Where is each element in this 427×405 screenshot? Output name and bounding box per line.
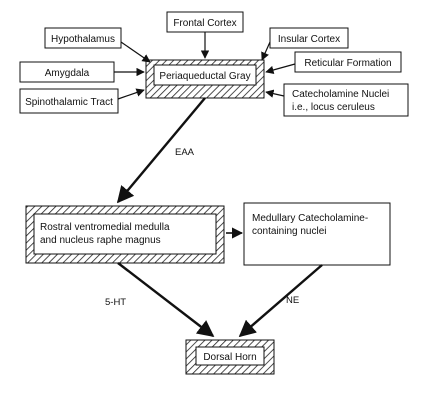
arrow-insular-to-pag bbox=[261, 41, 271, 61]
dorsal-horn-label: Dorsal Horn bbox=[203, 352, 256, 363]
rvm-label-line2: and nucleus raphe magnus bbox=[40, 235, 161, 246]
arrow-reticular-to-pag bbox=[265, 63, 296, 75]
spinothalamic-tract-label: Spinothalamic Tract bbox=[25, 97, 113, 108]
periaqueductal-gray-label: Periaqueductal Gray bbox=[159, 71, 250, 82]
medullary-catecholamine-node: Medullary Catecholamine- containing nucl… bbox=[243, 202, 391, 266]
frontal-cortex-label: Frontal Cortex bbox=[173, 18, 236, 29]
medullary-catecholamine-label-line2: containing nuclei bbox=[252, 226, 327, 237]
arrow-rvm-to-dorsal-horn bbox=[117, 262, 215, 338]
frontal-cortex-node: Frontal Cortex bbox=[166, 11, 244, 33]
amygdala-node: Amygdala bbox=[19, 61, 115, 83]
ne-label: NE bbox=[286, 295, 299, 306]
arrow-pag-to-rvm bbox=[116, 97, 206, 204]
arrow-medullary-to-dorsal-horn bbox=[238, 264, 323, 338]
hypothalamus-label: Hypothalamus bbox=[51, 34, 115, 45]
reticular-formation-node: Reticular Formation bbox=[294, 51, 402, 73]
reticular-formation-label: Reticular Formation bbox=[304, 58, 391, 69]
catecholamine-nuclei-label-line1: Catecholamine Nuclei bbox=[292, 89, 389, 100]
insular-cortex-label: Insular Cortex bbox=[278, 34, 340, 45]
arrow-catecholamine-to-pag bbox=[265, 89, 285, 98]
periaqueductal-gray-node: Periaqueductal Gray bbox=[145, 59, 265, 99]
eaa-label: EAA bbox=[175, 147, 195, 158]
dorsal-horn-node: Dorsal Horn bbox=[185, 339, 275, 375]
medullary-catecholamine-label-line1: Medullary Catecholamine- bbox=[252, 213, 368, 224]
rvm-node: Rostral ventromedial medulla and nucleus… bbox=[25, 205, 225, 264]
hypothalamus-node: Hypothalamus bbox=[44, 27, 122, 49]
insular-cortex-node: Insular Cortex bbox=[269, 27, 349, 49]
rvm-label-line1: Rostral ventromedial medulla bbox=[40, 222, 170, 233]
spinothalamic-tract-node: Spinothalamic Tract bbox=[19, 88, 119, 114]
serotonin-label: 5-HT bbox=[105, 297, 126, 308]
arrow-spinothalamic-to-pag bbox=[117, 88, 145, 100]
arrow-hypothalamus-to-pag bbox=[120, 41, 151, 63]
catecholamine-nuclei-label-line2: i.e., locus ceruleus bbox=[292, 102, 375, 113]
catecholamine-nuclei-node: Catecholamine Nuclei i.e., locus ceruleu… bbox=[283, 83, 409, 117]
amygdala-label: Amygdala bbox=[45, 68, 90, 79]
